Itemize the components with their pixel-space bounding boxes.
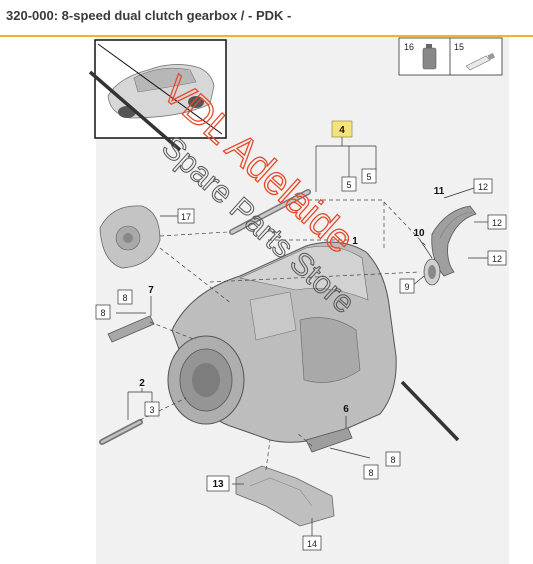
clutch-housing-part [99, 205, 161, 269]
shaft-part [229, 189, 311, 235]
callouts: 4 5 5 1 11 12 12 12 10 9 17 7 8 8 2 3 6 … [95, 42, 507, 551]
bolt-part [99, 419, 143, 445]
callout-13[interactable]: 13 [212, 479, 224, 490]
callout-16[interactable]: 16 [404, 42, 414, 52]
callout-2[interactable]: 2 [139, 378, 145, 389]
seal-ring-part [423, 258, 441, 286]
callout-3[interactable]: 3 [149, 405, 154, 415]
bracket-part [107, 315, 155, 343]
callout-11[interactable]: 11 [434, 186, 445, 197]
header-divider [0, 35, 533, 37]
callout-17[interactable]: 17 [181, 212, 191, 222]
callout-8a[interactable]: 8 [122, 293, 127, 303]
mount-part [305, 427, 353, 453]
vehicle-thumbnail[interactable] [94, 39, 227, 139]
callout-12c[interactable]: 12 [492, 254, 502, 264]
callout-12b[interactable]: 12 [492, 218, 502, 228]
callout-5b[interactable]: 5 [366, 172, 371, 182]
callout-5a[interactable]: 5 [346, 180, 351, 190]
callout-12a[interactable]: 12 [478, 182, 488, 192]
heat-shield-part [235, 465, 335, 527]
oil-bottle-icon [422, 44, 437, 70]
callout-8c[interactable]: 8 [368, 468, 373, 478]
callout-4[interactable]: 4 [339, 125, 345, 136]
consumables-box [398, 37, 503, 76]
callout-10[interactable]: 10 [413, 228, 425, 239]
callout-8b[interactable]: 8 [100, 308, 105, 318]
grease-tube-icon [465, 52, 495, 71]
gearbox-body-part [167, 241, 397, 443]
callout-7[interactable]: 7 [148, 285, 154, 296]
page-title: 320-000: 8-speed dual clutch gearbox / -… [6, 8, 292, 23]
callout-1[interactable]: 1 [352, 236, 358, 247]
callout-8d[interactable]: 8 [390, 455, 395, 465]
callout-15[interactable]: 15 [454, 42, 464, 52]
header: 320-000: 8-speed dual clutch gearbox / -… [0, 0, 533, 37]
callout-9[interactable]: 9 [404, 282, 409, 292]
callout-14[interactable]: 14 [307, 539, 317, 549]
callout-6[interactable]: 6 [343, 404, 349, 415]
